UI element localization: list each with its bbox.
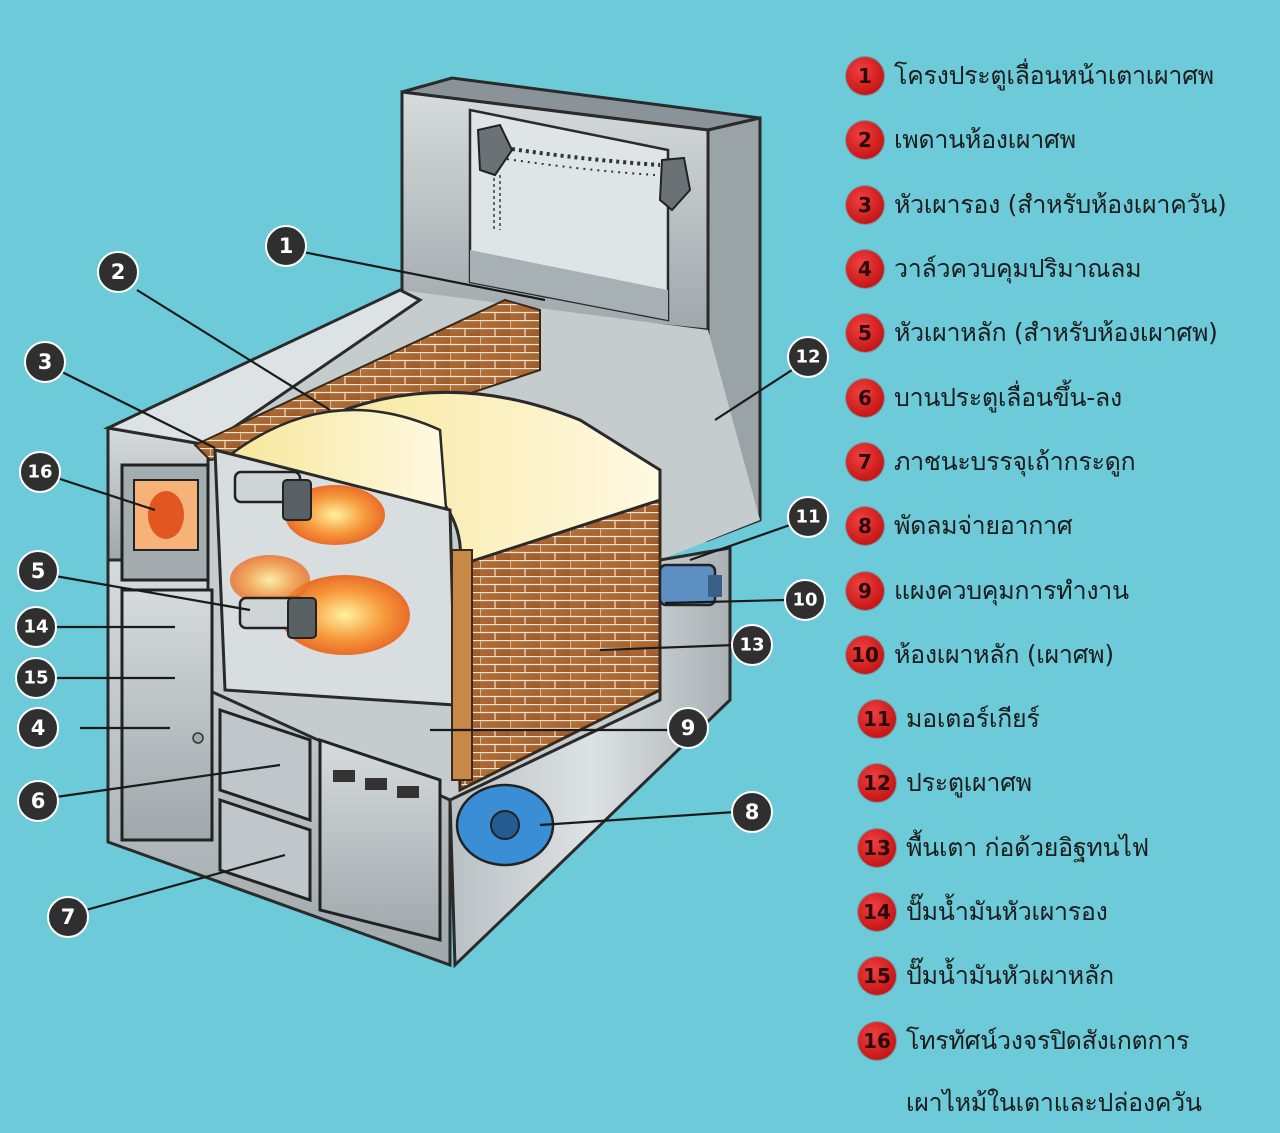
legend-number: 12 [858,764,896,803]
legend-label: โครงประตูเลื่อนหน้าเตาเผาศพ [894,61,1214,91]
callout-12: 12 [787,336,829,378]
legend-label: หัวเผาหลัก (สำหรับห้องเผาศพ) [894,318,1218,348]
callout-4: 4 [17,707,59,749]
callout-11: 11 [787,496,829,538]
callout-6: 6 [17,780,59,822]
callout-14: 14 [15,606,57,648]
legend-label: หัวเผารอง (สำหรับห้องเผาควัน) [894,189,1227,219]
svg-text:7: 7 [61,905,76,929]
svg-text:4: 4 [31,716,46,740]
svg-text:8: 8 [745,800,760,824]
svg-text:14: 14 [23,617,48,638]
legend-number: 13 [858,828,896,867]
furnace-body [103,288,760,969]
legend-label: วาล์วควบคุมปริมาณลม [894,254,1142,284]
legend-item-9: 9 แผงควบคุมการทำงาน [846,558,1276,622]
svg-text:9: 9 [681,716,696,740]
legend-number: 14 [858,893,896,931]
legend-item-13: 13 พื้นเตา ก่อด้วยอิฐทนไฟ [846,816,1276,880]
legend-item-12: 12 ประตูเผาศพ [846,751,1276,815]
legend-label: เพดานห้องเผาศพ [894,125,1076,155]
legend-label: ปั๊มน้ำมันหัวเผารอง [906,897,1108,926]
legend-label: ประตูเผาศพ [906,768,1032,798]
svg-text:10: 10 [792,590,817,611]
svg-text:5: 5 [31,559,46,583]
legend-number: 9 [846,571,884,610]
legend-item-16-continuation: เผาไหม้ในเตาและปล่องควัน [846,1073,1276,1133]
legend-item-1: 1 โครงประตูเลื่อนหน้าเตาเผาศพ [846,44,1276,108]
legend-number: 6 [846,378,884,417]
svg-text:3: 3 [38,350,53,374]
legend-item-15: 15 ปั๊มน้ำมันหัวเผาหลัก [846,944,1276,1008]
callout-9: 9 [667,707,709,749]
legend-item-14: 14 ปั๊มน้ำมันหัวเผารอง [846,880,1276,944]
callout-1: 1 [265,225,307,267]
svg-text:15: 15 [23,668,48,689]
legend-number: 2 [846,121,884,160]
legend-label: ภาชนะบรรจุเถ้ากระดูก [894,446,1136,476]
legend-item-16: 16 โทรทัศน์วงจรปิดสังเกตการ [846,1008,1276,1072]
legend-number: 4 [846,250,884,289]
callout-5: 5 [17,550,59,592]
legend-number: 7 [846,442,884,481]
legend-item-11: 11 มอเตอร์เกียร์ [846,687,1276,751]
legend-number: 3 [846,185,884,224]
legend-item-8: 8 พัดลมจ่ายอากาศ [846,494,1276,558]
svg-text:6: 6 [31,789,46,813]
callout-2: 2 [97,251,139,293]
callout-13: 13 [731,624,773,666]
svg-text:1: 1 [279,234,294,258]
legend-number: 1 [846,57,884,96]
legend-label: พัดลมจ่ายอากาศ [894,511,1073,541]
leader-lines [54,250,793,912]
svg-text:2: 2 [111,260,126,284]
callout-8: 8 [731,791,773,833]
callout-16: 16 [19,451,61,493]
legend-label: พื้นเตา ก่อด้วยอิฐทนไฟ [906,832,1149,862]
svg-text:16: 16 [27,462,52,483]
legend-item-5: 5 หัวเผาหลัก (สำหรับห้องเผาศพ) [846,301,1276,365]
legend-label: บานประตูเลื่อนขึ้น-ลง [894,382,1122,412]
legend-label: แผงควบคุมการทำงาน [894,575,1129,605]
legend-item-3: 3 หัวเผารอง (สำหรับห้องเผาควัน) [846,173,1276,237]
legend: 1 โครงประตูเลื่อนหน้าเตาเผาศพ 2 เพดานห้องเ… [846,44,1276,1133]
legend-number: 16 [858,1021,896,1060]
svg-text:11: 11 [795,507,820,528]
legend-label: ปั๊มน้ำมันหัวเผาหลัก [906,961,1114,991]
callout-15: 15 [15,657,57,699]
legend-label-continuation: เผาไหม้ในเตาและปล่องควัน [906,1087,1202,1117]
legend-number: 10 [846,635,884,674]
legend-number: 8 [846,507,884,546]
legend-number: 15 [858,957,896,996]
callout-7: 7 [47,896,89,938]
legend-item-2: 2 เพดานห้องเผาศพ [846,108,1276,172]
svg-text:13: 13 [739,635,764,656]
legend-item-4: 4 วาล์วควบคุมปริมาณลม [846,237,1276,301]
legend-number: 11 [858,700,896,739]
legend-number: 5 [846,314,884,353]
callout-10: 10 [784,579,826,621]
callout-3: 3 [24,341,66,383]
legend-item-6: 6 บานประตูเลื่อนขึ้น-ลง [846,365,1276,429]
legend-item-10: 10 ห้องเผาหลัก (เผาศพ) [846,623,1276,687]
legend-label: โทรทัศน์วงจรปิดสังเกตการ [906,1025,1190,1055]
legend-label: ห้องเผาหลัก (เผาศพ) [894,639,1114,669]
chimney-tower [400,76,762,543]
svg-text:12: 12 [795,347,820,368]
legend-label: มอเตอร์เกียร์ [906,704,1040,734]
legend-item-7: 7 ภาชนะบรรจุเถ้ากระดูก [846,430,1276,494]
